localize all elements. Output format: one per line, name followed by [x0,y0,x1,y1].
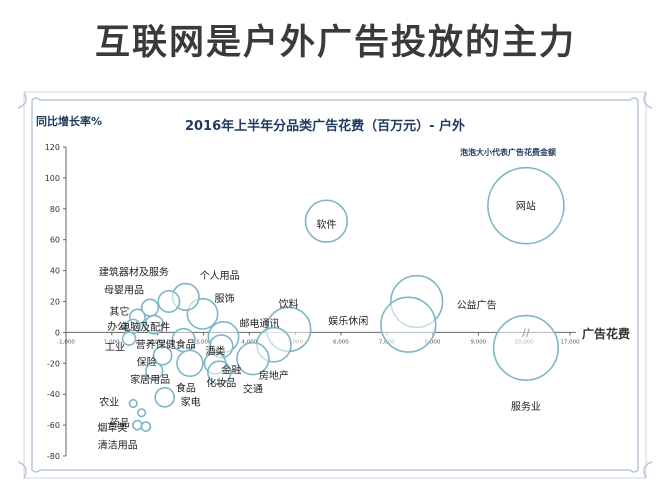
bubble-label: 化妆品 [206,377,236,390]
bubble-label: 其它 [109,305,129,318]
bubble [154,386,175,408]
y-tick-label: 60 [50,236,60,245]
y-tick-label: 120 [45,143,60,152]
chart-frame [17,91,653,479]
bubble-note: 泡泡大小代表广告花费金额 [460,147,556,157]
bubble-label: 公益广告 [457,299,497,312]
x-tick-label: 1,000 [104,339,120,345]
bubble-label: 办公 [107,320,127,333]
y-tick-label: 100 [45,174,60,183]
bubble-label: 母婴用品 [104,285,144,297]
bubble-label: 网站 [516,200,536,213]
bubble [380,296,437,353]
bubble-label: 保险 [137,356,157,369]
bubble-label: 工业 [105,342,125,354]
bubble-label: 软件 [316,218,336,231]
bubble-label: 营养保健食品 [136,338,196,351]
page-headline: 互联网是户外广告投放的主力 [94,23,576,63]
bubble-label: 农业 [99,395,119,408]
bubble-label: 服务业 [511,400,541,413]
bubble-label: 交通 [243,383,263,396]
x-tick-label: 6,000 [333,339,349,345]
bubble-label: 建筑器材及服务 [99,266,169,279]
bubble-label: 家居用品 [130,373,170,386]
bubble-label: 金融 [221,363,241,376]
bubble [121,331,137,346]
bubble [304,199,349,243]
bubble [132,419,143,431]
y-tick-label: -80 [47,452,60,461]
bubble-label: 饮料 [279,297,299,310]
bubble-label: 家电 [181,395,201,408]
x-tick-label: 3,000 [196,339,212,345]
bubble-label: 药品 [110,418,130,430]
bubble-label: 食品 [176,381,196,394]
bubble-label: 房地产 [259,369,289,382]
bubble [492,314,560,381]
bubble [145,361,164,381]
bubble [487,166,565,245]
x-tick-label: 9,000 [470,339,486,345]
x-tick-label: -1,000 [57,339,75,345]
x-axis-label: 广告花费 [582,326,630,341]
bubble [207,360,232,385]
y-axis-label: 同比增长率% [36,114,102,128]
bubble-label: 服饰 [215,292,235,305]
x-tick-label: 17,000 [560,339,580,345]
bubble-label: 邮电通讯 [240,317,280,330]
y-tick-label: -20 [47,359,60,368]
y-tick-label: 20 [50,298,60,307]
bubble [157,290,181,313]
bubble [137,408,147,418]
bubble-label: 烟草类 [97,421,127,434]
y-tick-label: 80 [50,205,60,214]
bubble-layer [121,166,565,433]
x-tick-label: 8,000 [425,339,441,345]
bubble [144,314,165,335]
x-tick-label: 2,000 [150,339,166,345]
bubble-label: 娱乐休闲 [328,315,368,328]
bubble-label: 清洁用品 [98,439,138,452]
y-tick-label: -40 [47,390,60,399]
bubble [128,398,138,409]
bubble [236,341,270,376]
y-tick-label: -60 [47,421,60,430]
y-tick-label: 0 [55,328,60,337]
bubble [140,421,152,433]
bubble-label: 电脑及配件 [120,321,170,334]
bubble-label: 个人用品 [200,270,240,282]
y-tick-label: 40 [50,267,60,276]
bubble [152,345,173,366]
chart-title: 2016年上半年分品类广告花费（百万元）- 户外 [185,118,465,134]
bubble-label: 酒类 [205,344,225,357]
bubble [176,349,204,378]
